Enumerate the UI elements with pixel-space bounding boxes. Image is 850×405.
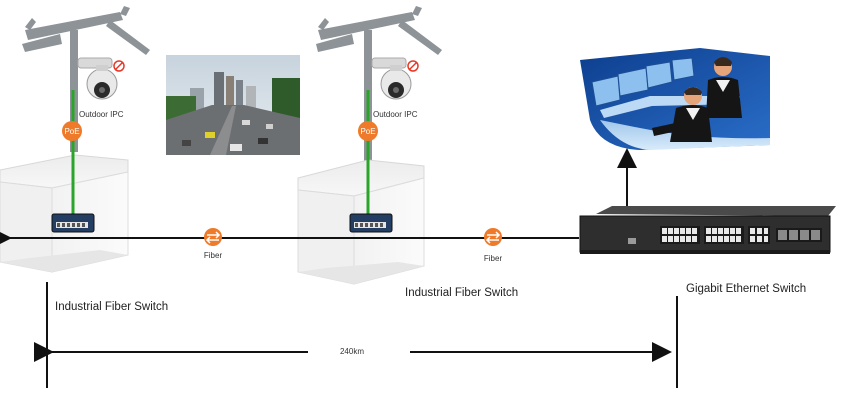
- monitoring-center-image: [580, 48, 770, 150]
- operator-2-icon: [652, 87, 712, 142]
- left-no-sign-icon: [113, 60, 125, 72]
- left-poe-badge: PoE: [62, 121, 82, 141]
- middle-camera-icon: [371, 57, 412, 100]
- left-camera-label: Outdoor IPC: [79, 110, 124, 119]
- middle-switch-label: Industrial Fiber Switch: [405, 287, 518, 299]
- street-camera-view-image: [166, 55, 300, 155]
- core-switch-label: Gigabit Ethernet Switch: [686, 283, 806, 295]
- middle-pole: [316, 6, 442, 172]
- left-site: PoE: [0, 6, 150, 273]
- middle-no-sign-icon: [407, 60, 419, 72]
- fiber-label: Fiber: [204, 251, 223, 260]
- middle-camera-label: Outdoor IPC: [373, 110, 418, 119]
- middle-poe-badge: PoE: [358, 121, 378, 141]
- middle-poe-label: PoE: [360, 127, 375, 136]
- left-poe-label: PoE: [64, 127, 79, 136]
- middle-industrial-switch-icon: [349, 213, 393, 233]
- fiber-badge-icon: [484, 228, 502, 246]
- left-pole: [22, 6, 150, 152]
- fiber-label: Fiber: [484, 254, 503, 263]
- distance-label: 240km: [340, 347, 364, 356]
- left-industrial-switch-icon: [51, 213, 95, 233]
- middle-site: PoE: [297, 6, 442, 285]
- left-camera-icon: [77, 57, 118, 100]
- fiber-badge-icon: [204, 228, 222, 246]
- gigabit-ethernet-switch-icon: [579, 206, 836, 254]
- left-switch-label: Industrial Fiber Switch: [55, 301, 168, 313]
- operator-1-icon: [706, 57, 742, 118]
